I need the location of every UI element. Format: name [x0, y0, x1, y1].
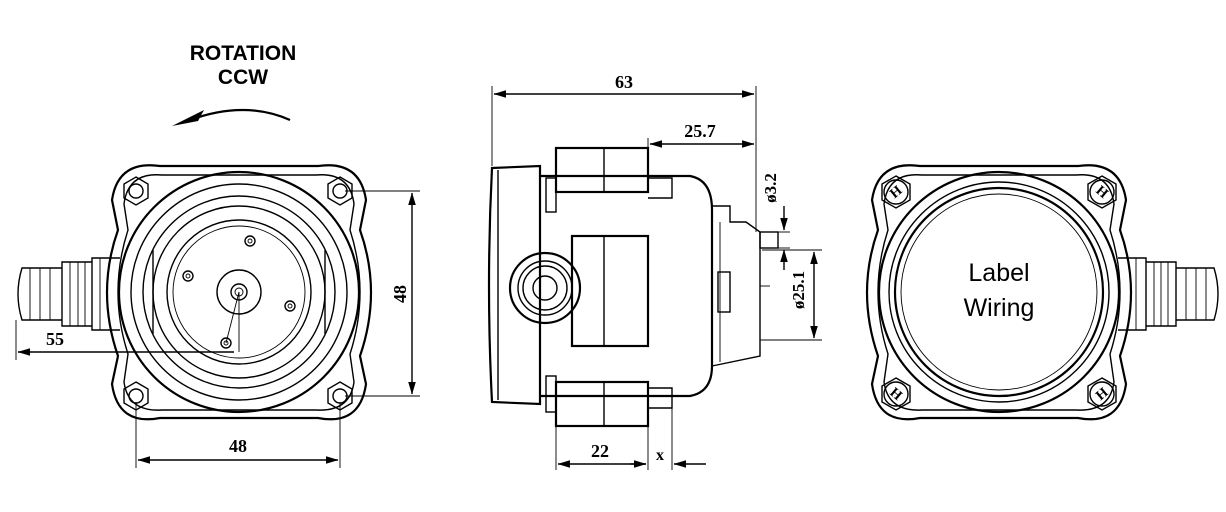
side-centre-block	[570, 234, 650, 348]
rear-view: Label Wiring H H H H	[865, 164, 1219, 421]
front-flange	[105, 164, 373, 421]
side-view: 63 25.7 ø3.2 ø25.1 22	[487, 72, 822, 470]
dim-pilot-diameter-label: ø25.1	[789, 271, 808, 309]
rear-label-line2: Wiring	[964, 294, 1035, 322]
dim-shaft-diameter-label: ø3.2	[761, 173, 780, 203]
bolt-mark: H	[1093, 385, 1111, 404]
dim-overall-length: 63	[491, 72, 757, 232]
dim-base-length: 22 x	[555, 408, 706, 470]
dim-shaft-offset-label: 25.7	[684, 121, 716, 141]
rear-label-line1: Label	[968, 259, 1029, 287]
front-corner-bolts	[123, 176, 353, 411]
side-gland	[508, 251, 582, 325]
rotation-label: ROTATION	[190, 42, 297, 65]
dim-front-width-label: 48	[229, 436, 247, 456]
dim-front-width: 48	[135, 402, 341, 468]
rotation-arrow	[189, 108, 291, 122]
side-shaft	[759, 231, 779, 249]
cable-gland-left	[17, 257, 120, 331]
dim-base-label: 22	[591, 441, 609, 461]
dim-gland-label: 55	[46, 329, 64, 349]
dim-x-label: x	[656, 447, 664, 464]
rear-body-outer	[877, 170, 1121, 414]
side-flange-top	[554, 146, 650, 194]
rotation-indicator: ROTATION CCW	[172, 42, 296, 126]
dim-overall-label: 63	[615, 72, 633, 92]
dim-shaft-offset: 25.7	[647, 121, 755, 148]
dim-gland-offset: 55	[15, 320, 234, 360]
front-view: 48 48 55	[15, 164, 420, 468]
rotation-direction-label: CCW	[218, 66, 268, 89]
dim-pilot-diameter: ø25.1	[762, 249, 822, 341]
cable-gland-right	[1118, 257, 1219, 331]
side-housing-body	[540, 174, 714, 398]
rear-flange	[865, 164, 1133, 421]
dim-shaft-diameter: ø3.2	[761, 173, 790, 270]
rotation-arrow-head	[172, 110, 204, 126]
front-body-outer	[117, 170, 361, 414]
dim-front-height-label: 48	[390, 285, 410, 303]
rear-cover	[893, 186, 1105, 398]
side-housing-cap	[487, 164, 542, 406]
side-flange-bottom	[554, 380, 650, 428]
dim-front-height: 48	[345, 190, 420, 397]
side-pilot	[711, 205, 761, 367]
front-screw-holes	[182, 235, 296, 349]
bolt-mark: H	[887, 385, 905, 404]
